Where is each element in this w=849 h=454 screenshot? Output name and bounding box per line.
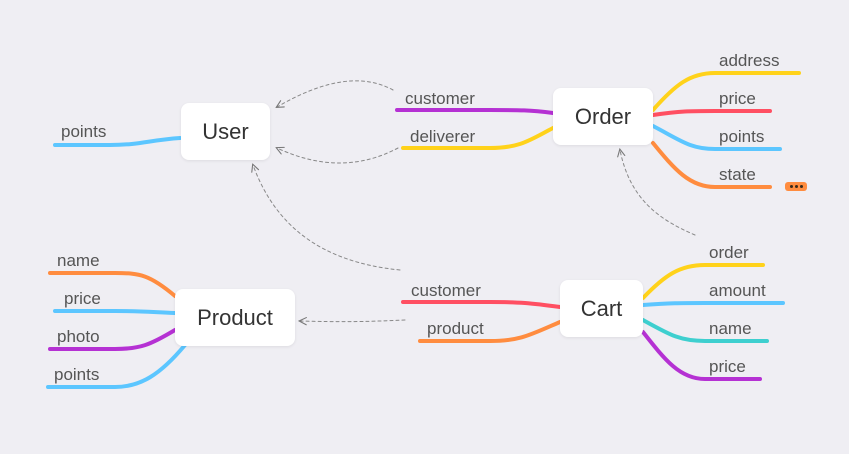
branch-cart-amount[interactable] — [641, 301, 785, 307]
label-order-customer[interactable]: customer — [405, 89, 475, 108]
label-order-address[interactable]: address — [719, 51, 780, 70]
branch-cart-name[interactable] — [641, 318, 769, 343]
branch-cart-price[interactable] — [641, 330, 762, 381]
branch-order-price[interactable] — [651, 109, 772, 117]
relation-cart-product-to-product[interactable] — [300, 320, 406, 322]
branch-cart-order[interactable] — [641, 263, 765, 300]
label-cart-customer[interactable]: customer — [411, 281, 481, 300]
label-order-deliverer[interactable]: deliverer — [410, 127, 476, 146]
branch-user-points[interactable] — [53, 136, 182, 147]
label-product-price[interactable]: price — [64, 289, 101, 308]
branch-order-address[interactable] — [651, 71, 801, 112]
branch-order-customer[interactable] — [395, 108, 555, 115]
node-user[interactable]: User — [181, 103, 270, 160]
branch-cart-product[interactable] — [418, 320, 562, 343]
label-user-points[interactable]: points — [61, 122, 107, 141]
branch-order-points[interactable] — [651, 124, 782, 151]
label-order-points[interactable]: points — [719, 127, 765, 146]
label-cart-price[interactable]: price — [709, 357, 746, 376]
branch-product-name[interactable] — [48, 271, 177, 298]
relation-cart-customer-to-user[interactable] — [253, 165, 401, 271]
label-order-state[interactable]: state — [719, 165, 756, 184]
relation-order-customer-to-user[interactable] — [277, 80, 394, 107]
branch-product-price[interactable] — [53, 309, 177, 315]
label-cart-product[interactable]: product — [427, 319, 484, 338]
label-cart-order[interactable]: order — [709, 243, 749, 262]
label-cart-name[interactable]: name — [709, 319, 752, 338]
label-product-name[interactable]: name — [57, 251, 100, 270]
branch-order-deliverer[interactable] — [401, 126, 555, 150]
node-order[interactable]: Order — [553, 88, 653, 145]
relation-cart-order-to-order[interactable] — [620, 150, 696, 236]
more-dots-icon[interactable] — [785, 182, 807, 191]
node-cart[interactable]: Cart — [560, 280, 643, 337]
label-product-points[interactable]: points — [54, 365, 100, 384]
branch-product-photo[interactable] — [48, 328, 177, 351]
label-order-price[interactable]: price — [719, 89, 756, 108]
branch-product-points[interactable] — [46, 343, 187, 389]
branch-order-state[interactable] — [651, 141, 772, 189]
relation-order-deliverer-to-user[interactable] — [277, 148, 399, 164]
label-product-photo[interactable]: photo — [57, 327, 100, 346]
label-cart-amount[interactable]: amount — [709, 281, 766, 300]
branch-cart-customer[interactable] — [401, 300, 562, 309]
node-product[interactable]: Product — [175, 289, 295, 346]
